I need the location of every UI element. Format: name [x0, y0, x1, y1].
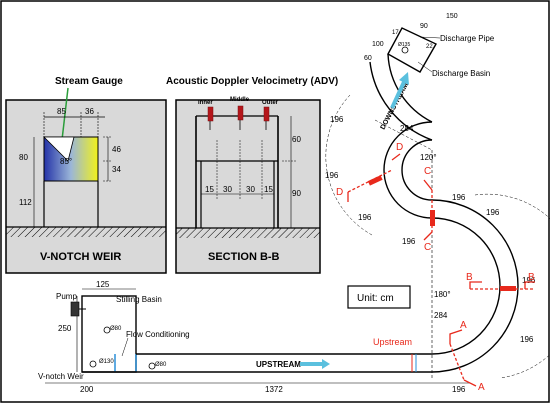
stream-gauge-pointer: [61, 87, 69, 141]
section-bb-title: SECTION B-B: [208, 251, 280, 263]
weir-dim-36: 36: [85, 107, 94, 116]
section-B-left: B: [466, 272, 473, 283]
pump-label: Pump: [56, 292, 77, 301]
adv-inner-label: Inner: [198, 100, 213, 106]
dim-196-bottom: 196: [452, 385, 466, 394]
discharge-basin-label: Discharge Basin: [432, 69, 490, 78]
angle-180: 180°: [434, 290, 451, 299]
sec-dim-90: 90: [292, 189, 301, 198]
section-A-top: A: [460, 320, 467, 331]
adv-title: Acoustic Doppler Velocimetry (ADV): [166, 76, 338, 87]
vnotch-weir-panel: Stream Gauge 85 36 85° 46 34 80 112 V-NO…: [5, 76, 167, 274]
weir-angle: 85°: [60, 157, 72, 166]
weir-dim-46: 46: [112, 145, 121, 154]
pipe-130: Ø130: [99, 359, 114, 365]
flow-conditioning-label: Flow Conditioning: [126, 330, 190, 339]
dim-125: 125: [96, 280, 110, 289]
sec-dim-15b: 15: [264, 185, 273, 194]
dim-100: 100: [372, 41, 384, 48]
dim-284-lower: 284: [434, 311, 448, 320]
section-B-right: B: [528, 272, 535, 283]
unit-label: Unit: cm: [357, 293, 394, 304]
weir-dim-112: 112: [19, 198, 32, 207]
dim-60: 60: [364, 55, 372, 62]
unit-box: [347, 285, 411, 309]
dim-196-f: 196: [486, 208, 500, 217]
dim-150: 150: [446, 13, 458, 20]
dim-196-a: 196: [330, 115, 344, 124]
dim-250: 250: [58, 324, 72, 333]
sec-dim-60: 60: [292, 135, 301, 144]
adv-probes: [207, 105, 270, 122]
discharge-basin: [387, 27, 437, 73]
dim-196-b: 196: [325, 171, 339, 180]
dim-196-c: 196: [358, 213, 372, 222]
dim-196-e: 196: [452, 193, 466, 202]
dim-284-upper: 284: [400, 124, 414, 133]
discharge-pipe-label: Discharge Pipe: [440, 34, 495, 43]
section-C-top: C: [424, 166, 431, 177]
dim-22: 22: [426, 44, 433, 50]
pipe-80b: Ø80: [155, 362, 167, 368]
vnotch-weir-title: V-NOTCH WEIR: [40, 251, 121, 263]
section-A-bottom: A: [478, 382, 485, 393]
section-C-bottom: C: [424, 242, 431, 253]
section-D-right: D: [396, 142, 403, 153]
stilling-basin-label: Stilling Basin: [116, 295, 162, 304]
dim-196-g: 196: [522, 276, 536, 285]
pipe-135: Ø135: [398, 42, 410, 48]
sec-dim-30b: 30: [246, 185, 255, 194]
sec-dim-30a: 30: [223, 185, 232, 194]
section-D-left: D: [336, 187, 343, 198]
sec-dim-15a: 15: [205, 185, 214, 194]
stream-gauge-title: Stream Gauge: [55, 76, 123, 87]
upstream-arrow-label: UPSTREAM: [256, 360, 301, 369]
dim-196-d: 196: [402, 237, 416, 246]
adv-outer-label: Outer: [262, 100, 279, 106]
weir-dim-34: 34: [112, 165, 121, 174]
weir-dim-85: 85: [57, 107, 66, 116]
dim-90: 90: [420, 23, 428, 30]
dim-17: 17: [392, 30, 399, 36]
section-markers: A A B B C C D D: [336, 142, 535, 393]
upstream-section-label: Upstream: [373, 337, 412, 347]
dim-196-h: 196: [520, 335, 534, 344]
pump: [70, 301, 80, 317]
adv-middle-label: Middle: [230, 97, 250, 103]
dim-1372: 1372: [265, 385, 283, 394]
angle-120: 120°: [420, 153, 437, 162]
vnotch-weir-plan-label: V-notch Weir: [38, 372, 84, 381]
pipe-80a: Ø80: [110, 326, 122, 332]
dim-200: 200: [80, 385, 94, 394]
section-bb-panel: Acoustic Doppler Velocimetry (ADV) Inner…: [166, 76, 338, 274]
weir-dim-80: 80: [19, 153, 28, 162]
